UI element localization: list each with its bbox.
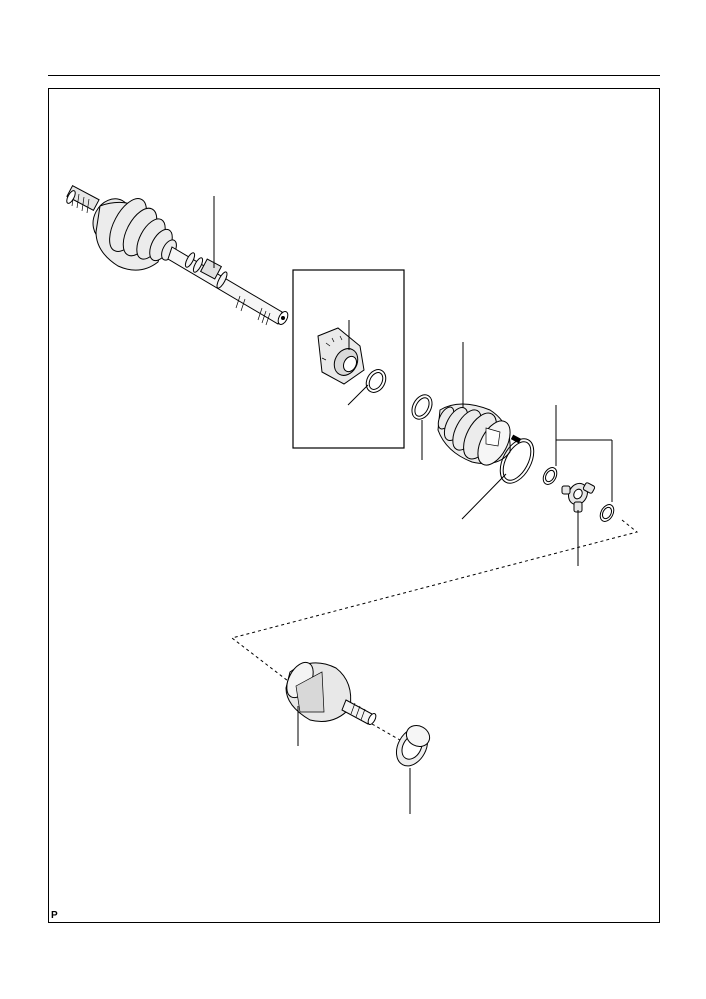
- leader-damper-clamp: [347, 384, 369, 406]
- figure-corner-code: P: [51, 910, 58, 921]
- leader-boot-clamp-large: [461, 473, 507, 520]
- drive-shaft-assembly: [66, 184, 289, 326]
- damper-inset-box: [292, 269, 405, 449]
- diagram-frame: [48, 88, 660, 923]
- outboard-boot: [95, 198, 177, 271]
- tripod-joint: [561, 482, 596, 513]
- boot-clamp-small: [411, 394, 433, 420]
- damper-clamp: [365, 369, 387, 393]
- leader-snap-rings: [555, 405, 613, 502]
- inboard-joint-boot: [437, 403, 511, 466]
- assembly-path-dashed-2: [371, 723, 401, 741]
- snap-ring-2: [599, 504, 615, 522]
- header-rule: [48, 75, 660, 76]
- dust-deflector: [395, 725, 431, 767]
- inboard-joint-tulip: [285, 661, 377, 725]
- boot-clamp-large: [499, 434, 535, 484]
- outboard-spline-stub: [66, 184, 100, 214]
- assembly-path-dashed: [230, 519, 639, 685]
- dynamic-damper: [317, 327, 365, 385]
- snap-ring: [542, 467, 558, 485]
- drive-shaft: [167, 246, 289, 326]
